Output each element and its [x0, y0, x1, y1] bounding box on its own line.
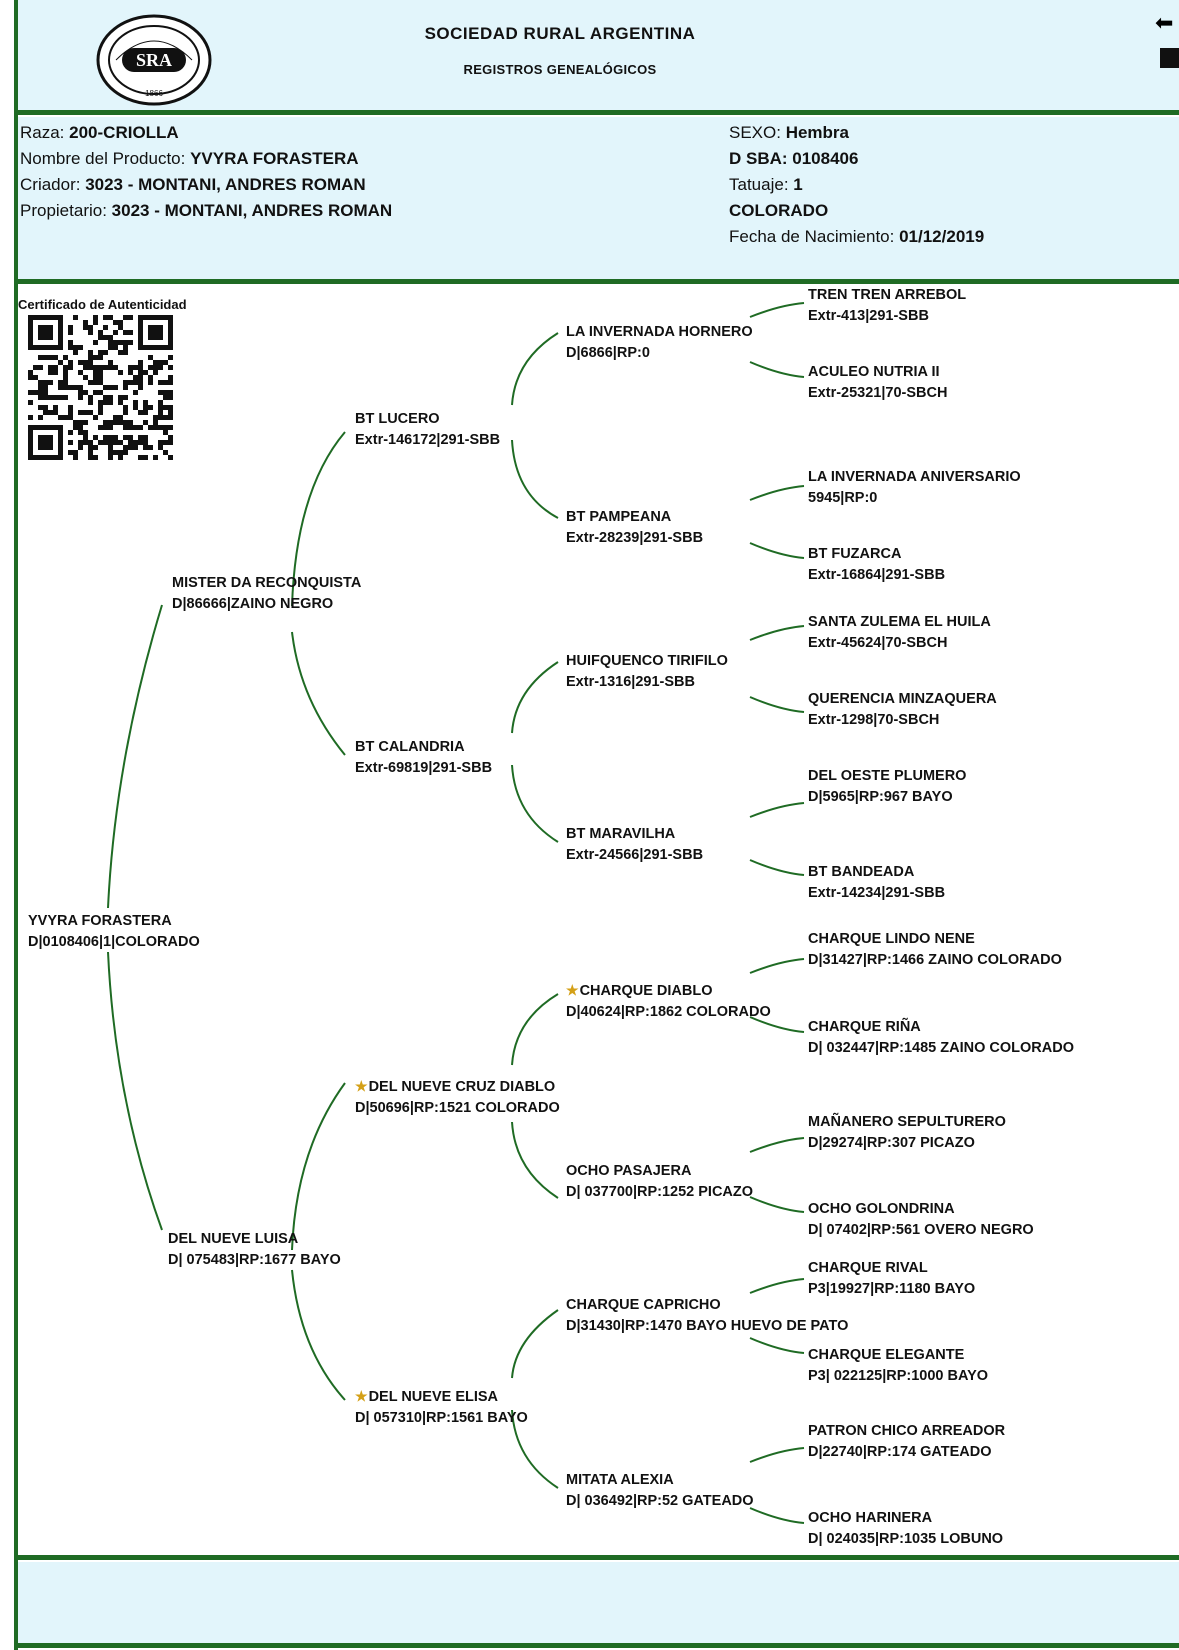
- raza-line: Raza: 200-CRIOLLA: [20, 123, 179, 142]
- footer-panel: [14, 1562, 1179, 1643]
- tree-connector: [511, 661, 559, 734]
- svg-text:SRA: SRA: [136, 50, 172, 70]
- tree-connector: [511, 764, 559, 843]
- tree-connector: [511, 1309, 559, 1379]
- tree-connector: [749, 1196, 805, 1213]
- divider: [14, 1643, 1179, 1648]
- page-subtitle: REGISTROS GENEALÓGICOS: [463, 62, 657, 77]
- tree-connector: [749, 542, 805, 559]
- page-title: SOCIEDAD RURAL ARGENTINA: [424, 24, 696, 43]
- star-medal-icon: ★: [355, 1078, 368, 1094]
- certificate-label: Certificado de Autenticidad: [18, 297, 187, 312]
- tree-connector: [291, 1269, 346, 1401]
- info-panel: [14, 117, 1179, 279]
- tree-connector: [291, 1082, 346, 1251]
- svg-text:1866: 1866: [145, 89, 163, 98]
- dsba-line: D SBA: 0108406: [729, 149, 859, 168]
- star-medal-icon: ★: [355, 1388, 368, 1404]
- tree-connector: [749, 958, 805, 974]
- tree-connector: [511, 332, 559, 406]
- tree-connector: [749, 1507, 805, 1524]
- tree-connector: [511, 1409, 559, 1489]
- exit-icon[interactable]: [1160, 48, 1179, 68]
- tatuaje-line: Tatuaje: 1: [729, 175, 803, 194]
- tree-connector: [107, 951, 163, 1231]
- tree-connector: [749, 485, 805, 501]
- tree-connector: [749, 1447, 805, 1463]
- tree-connector: [749, 302, 805, 318]
- qr-code[interactable]: [28, 315, 173, 460]
- propietario-line: Propietario: 3023 - MONTANI, ANDRES ROMA…: [20, 201, 393, 220]
- tree-connector: [291, 431, 346, 607]
- tree-connector: [107, 604, 163, 909]
- tree-connector: [749, 1016, 805, 1033]
- tree-connector: [511, 993, 559, 1066]
- divider: [14, 279, 1179, 284]
- tree-connector: [749, 1337, 805, 1354]
- tree-connector: [749, 1278, 805, 1294]
- tree-connector: [511, 1121, 559, 1199]
- tree-connector: [749, 625, 805, 641]
- left-border: [14, 0, 18, 1650]
- tree-connector: [291, 631, 346, 756]
- fecha-line: Fecha de Nacimiento: 01/12/2019: [729, 227, 985, 246]
- tree-connector: [749, 1137, 805, 1153]
- arrow-left-icon[interactable]: ⬅: [1155, 10, 1174, 35]
- divider: [14, 1555, 1179, 1560]
- sexo-line: SEXO: Hembra: [729, 123, 849, 142]
- tree-connector: [749, 361, 805, 378]
- tree-connector: [511, 439, 559, 519]
- tree-connector: [749, 859, 805, 876]
- divider: [14, 110, 1179, 115]
- color-line: COLORADO: [729, 201, 829, 220]
- tree-connector: [749, 696, 805, 713]
- criador-line: Criador: 3023 - MONTANI, ANDRES ROMAN: [20, 175, 366, 194]
- tree-connector: [749, 802, 805, 818]
- nombre-line: Nombre del Producto: YVYRA FORASTERA: [20, 149, 359, 168]
- sra-logo: SRA 1866: [96, 14, 212, 106]
- star-medal-icon: ★: [566, 982, 579, 998]
